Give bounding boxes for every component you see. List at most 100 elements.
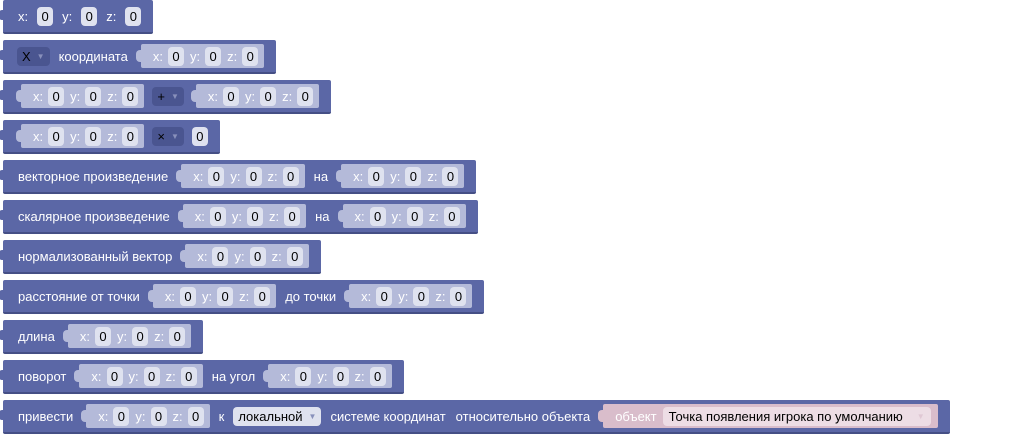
x-field[interactable]: 0 <box>295 366 312 386</box>
y-field[interactable]: 0 <box>413 286 430 306</box>
object-dropdown[interactable]: Точка появления игрока по умолчанию▼ <box>662 406 931 426</box>
block-label: z: <box>106 8 117 24</box>
z-field[interactable]: 0 <box>242 46 259 66</box>
x-field[interactable]: 0 <box>113 406 130 426</box>
z-field[interactable]: 0 <box>122 86 139 106</box>
y-field[interactable]: 0 <box>246 206 263 226</box>
z-label: z: <box>154 328 165 344</box>
y-field[interactable]: 0 <box>260 86 277 106</box>
x-label: x: <box>98 408 109 424</box>
x-label: x: <box>33 128 44 144</box>
y-field[interactable]: 0 <box>205 46 222 66</box>
y-field[interactable]: 0 <box>85 126 102 146</box>
x-field[interactable]: 0 <box>212 246 229 266</box>
x-field[interactable]: 0 <box>179 286 196 306</box>
dropdown[interactable]: локальной▼ <box>233 406 322 426</box>
z-field[interactable]: 0 <box>284 206 301 226</box>
x-label: x: <box>193 168 204 184</box>
z-field[interactable]: 0 <box>169 326 186 346</box>
z-field[interactable]: 0 <box>180 366 197 386</box>
x-field[interactable]: 0 <box>106 366 123 386</box>
x-field[interactable]: 0 <box>369 206 386 226</box>
z-field[interactable]: 0 <box>443 206 460 226</box>
x-field[interactable]: 0 <box>368 166 385 186</box>
dropdown[interactable]: +▼ <box>152 86 184 106</box>
block-label: относительно объекта <box>455 408 591 424</box>
dropdown[interactable]: ×▼ <box>152 126 184 146</box>
z-field[interactable]: 0 <box>286 246 303 266</box>
z-field[interactable]: 0 <box>297 86 314 106</box>
x-field[interactable]: 0 <box>48 86 65 106</box>
z-field[interactable]: 0 <box>442 166 459 186</box>
x-label: x: <box>91 368 102 384</box>
y-field[interactable]: 0 <box>406 206 423 226</box>
y-field[interactable]: 0 <box>150 406 167 426</box>
x-field[interactable]: 0 <box>48 126 65 146</box>
block-label: привести <box>18 408 74 424</box>
x-field[interactable]: 0 <box>223 86 240 106</box>
z-field[interactable]: 0 <box>450 286 467 306</box>
y-field[interactable]: 0 <box>249 246 266 266</box>
z-field[interactable]: 0 <box>282 166 299 186</box>
block-label: системе координат <box>330 408 446 424</box>
y-field[interactable]: 0 <box>85 86 102 106</box>
y-label: y: <box>201 288 213 304</box>
z-field[interactable]: 0 <box>187 406 204 426</box>
chevron-down-icon: ▼ <box>36 51 45 61</box>
x-field[interactable]: 0 <box>209 206 226 226</box>
block-label: на <box>315 208 330 224</box>
dropdown[interactable]: X▼ <box>17 46 50 66</box>
block-label: нормализованный вектор <box>18 248 173 264</box>
block-label: до точки <box>285 288 337 304</box>
x-field[interactable]: 0 <box>94 326 111 346</box>
dropdown-value: X <box>22 48 31 64</box>
y-field[interactable]: 0 <box>132 326 149 346</box>
y-field[interactable]: 0 <box>143 366 160 386</box>
z-field[interactable]: 0 <box>122 126 139 146</box>
y-field[interactable]: 0 <box>217 286 234 306</box>
y-field[interactable]: 0 <box>405 166 422 186</box>
x-label: x: <box>152 48 163 64</box>
number-field[interactable]: 0 <box>37 6 54 26</box>
y-field[interactable]: 0 <box>245 166 262 186</box>
z-field[interactable]: 0 <box>369 366 386 386</box>
x-label: x: <box>79 328 90 344</box>
number-field[interactable]: 0 <box>125 6 142 26</box>
x-field[interactable]: 0 <box>167 46 184 66</box>
z-field[interactable]: 0 <box>254 286 271 306</box>
x-field[interactable]: 0 <box>208 166 225 186</box>
x-label: x: <box>353 168 364 184</box>
y-label: y: <box>128 368 139 384</box>
y-field[interactable]: 0 <box>332 366 349 386</box>
number-field[interactable]: 0 <box>81 6 98 26</box>
x-field[interactable]: 0 <box>376 286 393 306</box>
number-field[interactable]: 0 <box>191 126 208 146</box>
